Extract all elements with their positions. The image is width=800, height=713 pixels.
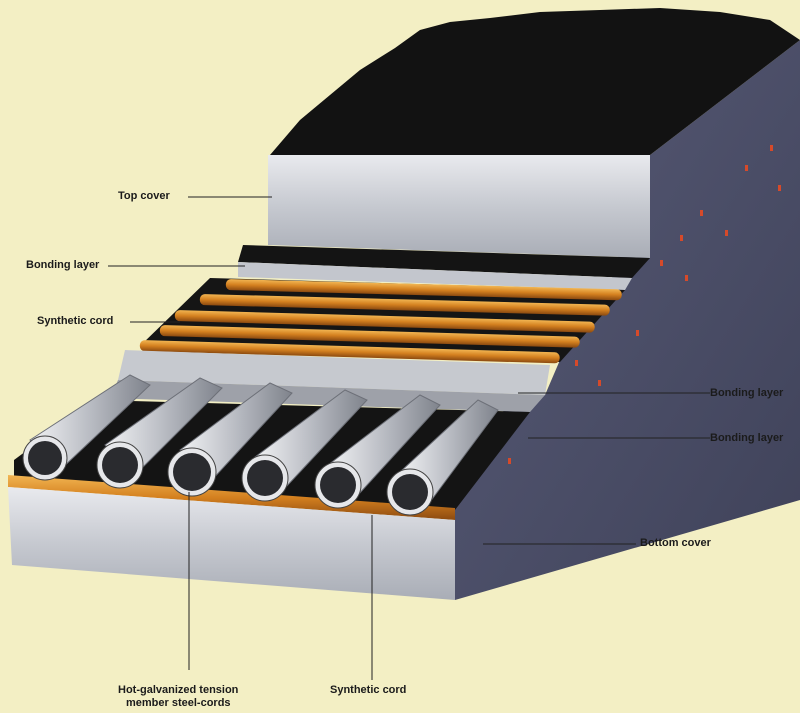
label-bottom-cover: Bottom cover — [640, 537, 711, 549]
steel-cord-3 — [167, 382, 293, 497]
side-face-specks — [508, 145, 781, 464]
synthetic-cord-3 — [174, 310, 595, 333]
bonding-layer-lower — [118, 350, 550, 395]
steel-cord-4 — [241, 389, 368, 502]
label-steel-cords-line2: member steel-cords — [126, 697, 231, 709]
steel-cord-1 — [22, 374, 151, 481]
belt-side-face — [455, 40, 800, 600]
bottom-cover-front — [8, 487, 455, 600]
bonding-layer-upper — [238, 245, 650, 278]
label-bonding-layer-right-1: Bonding layer — [710, 387, 784, 399]
top-cover-front — [268, 155, 650, 258]
steel-cord-6 — [386, 399, 499, 516]
steel-cord-5 — [314, 394, 441, 509]
label-top-cover: Top cover — [118, 190, 170, 202]
synthetic-cord-2 — [199, 294, 610, 316]
top-cover-surface — [270, 8, 800, 155]
label-bonding-layer-right-2: Bonding layer — [710, 432, 784, 444]
synthetic-cord-1 — [225, 279, 622, 301]
bonding-layer-upper-front — [238, 262, 632, 290]
label-bonding-layer-left: Bonding layer — [26, 259, 100, 271]
synthetic-cord-5 — [139, 340, 560, 364]
steel-cords — [22, 374, 499, 516]
label-synthetic-cord-bottom: Synthetic cord — [330, 684, 407, 696]
steel-cord-2 — [96, 377, 223, 489]
label-synthetic-cord-left: Synthetic cord — [37, 315, 114, 327]
label-steel-cords-line1: Hot-galvanized tension — [118, 684, 239, 696]
leader-lines — [108, 196, 710, 680]
synthetic-cords — [139, 279, 622, 364]
synthetic-cord-4 — [159, 325, 580, 348]
